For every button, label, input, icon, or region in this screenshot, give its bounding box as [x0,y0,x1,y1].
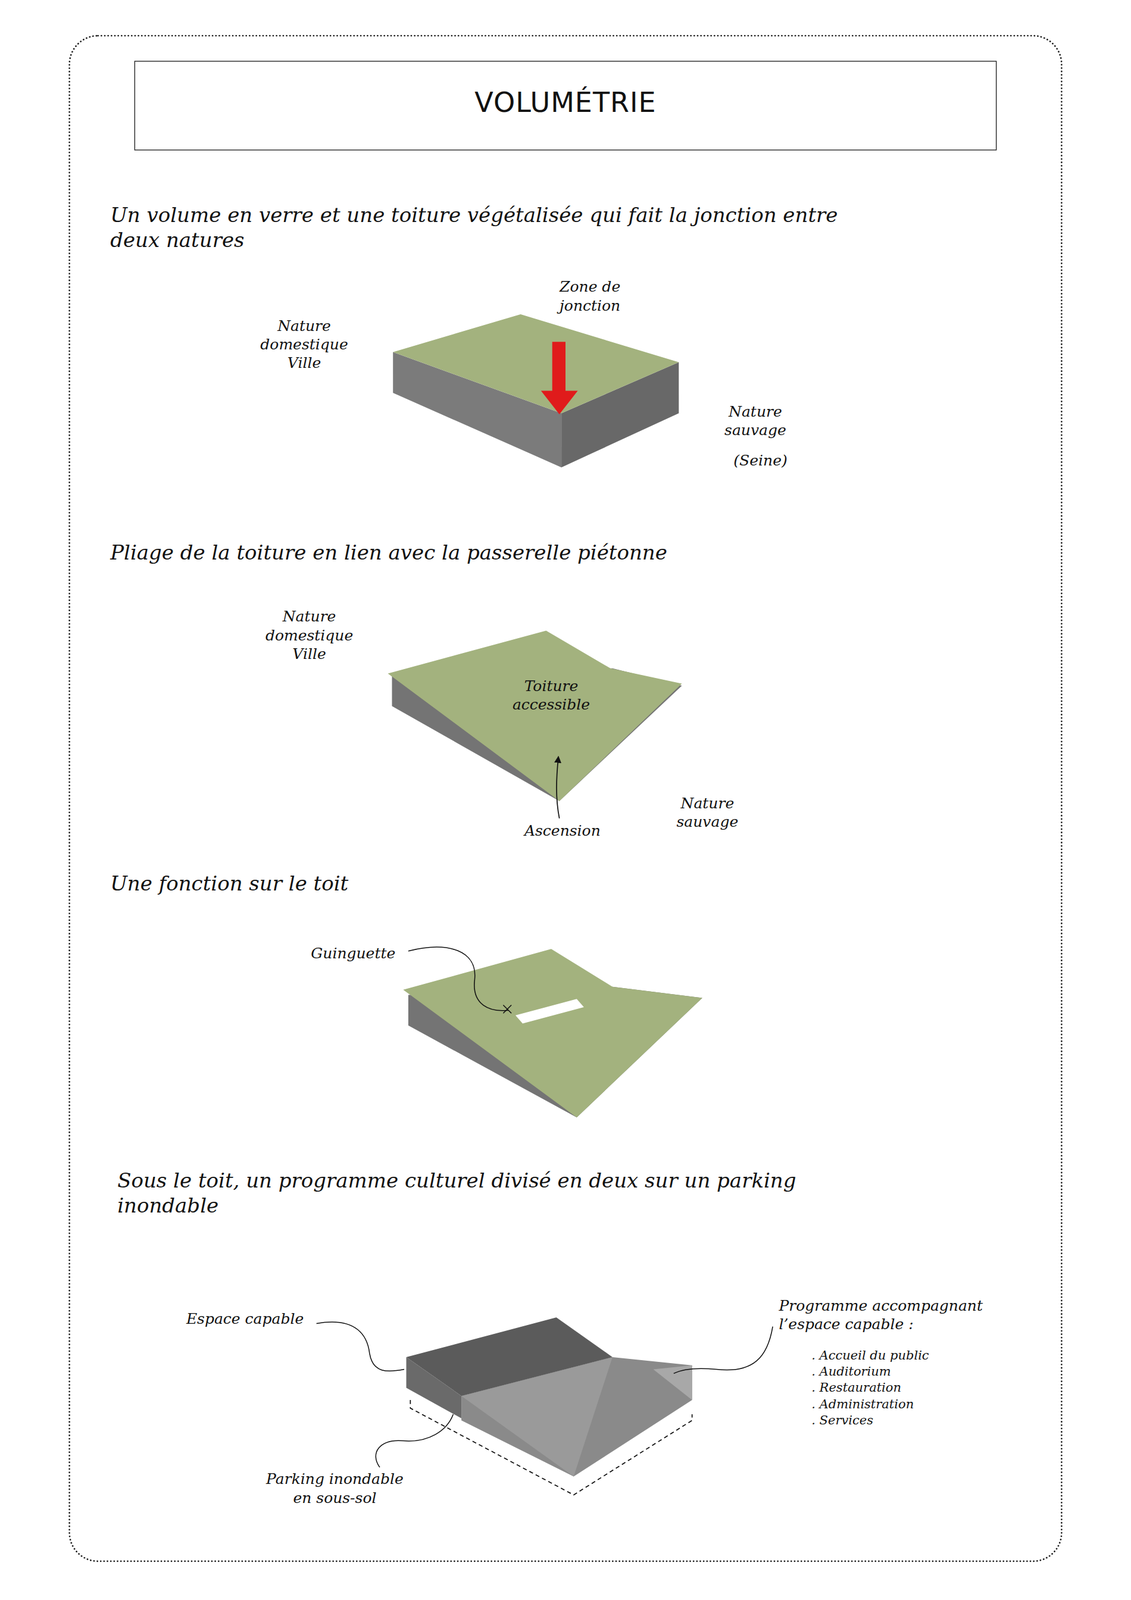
program-item: . Auditorium [811,1363,891,1380]
program-item: . Administration [811,1396,914,1412]
program-item: . Restauration [811,1379,902,1396]
callout-label: Espace capable [186,1309,304,1329]
callout-label: Parking inondable en sous-sol [263,1469,406,1508]
folded-roof-block [388,630,683,818]
section-heading: Pliage de la toiture en lien avec la pas… [110,539,886,566]
program-heading: Programme accompagnant l’espace capable … [778,1296,999,1334]
volume-block-1 [392,314,679,468]
roof-function-block [402,947,702,1118]
page-frame [69,35,1062,1562]
section-heading: Un volume en verre et une toiture végéta… [110,202,886,253]
page-title: VOLUMÉTRIE [134,85,996,121]
section-heading: Sous le toit, un programme culturel divi… [117,1167,893,1219]
program-item: . Services [811,1412,874,1429]
section-heading: Une fonction sur le toit [110,870,886,897]
callout-label: Guinguette [310,944,396,963]
context-label: Nature sauvage [676,794,739,832]
zone-label: Zone de jonction [549,277,631,315]
context-label: Nature sauvage [724,402,787,440]
roof-label: Toiture accessible [512,676,590,715]
context-label: Nature domestique Ville [260,316,348,373]
callout-label: Ascension [524,821,601,840]
context-label: (Seine) [733,451,787,470]
context-label: Nature domestique Ville [265,607,353,664]
program-item: . Accueil du public [811,1347,929,1364]
title-box [134,61,996,151]
program-block [316,1317,774,1495]
